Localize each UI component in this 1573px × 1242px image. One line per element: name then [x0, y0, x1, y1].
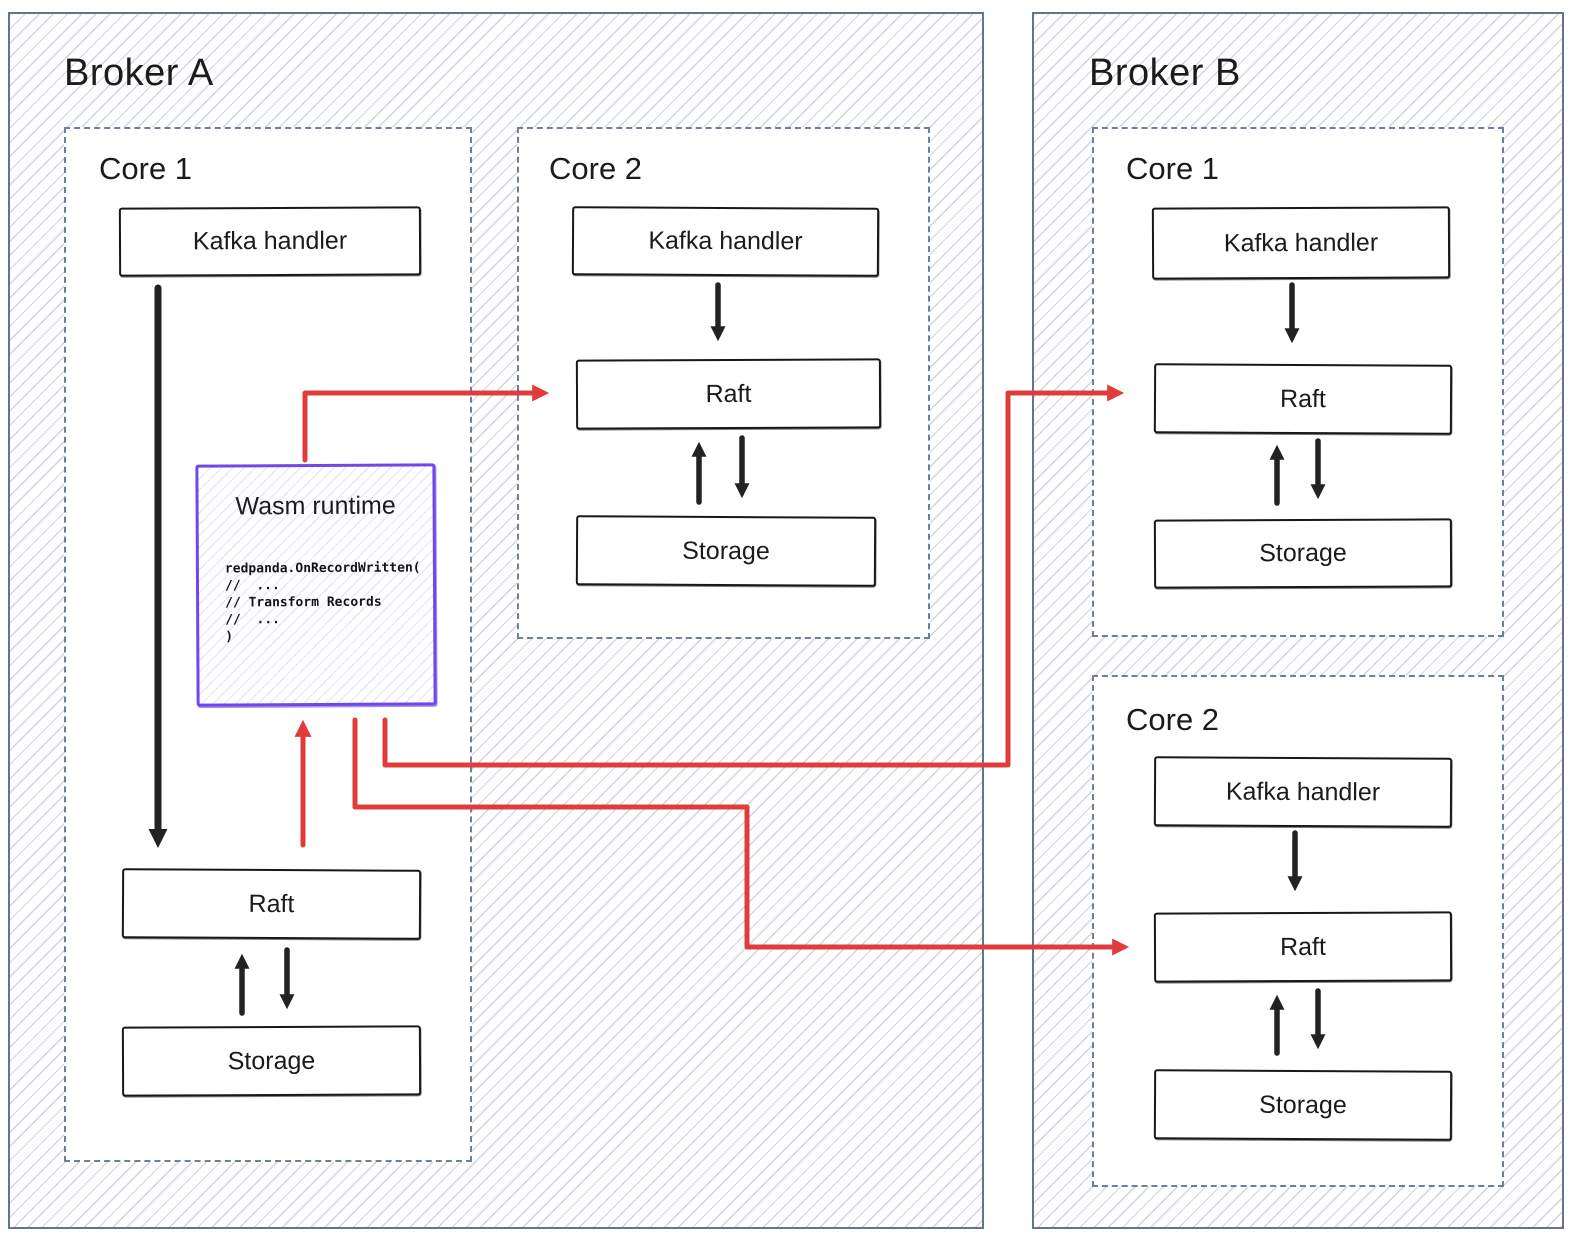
- broker-a-core2-label: Core 2: [549, 151, 643, 186]
- kafka-handler-label: Kafka handler: [648, 226, 803, 256]
- broker-a-core2: Core 2 Kafka handler Raft Storage: [517, 127, 930, 639]
- storage-label: Storage: [1259, 538, 1347, 568]
- broker-b-core2-kafka-handler-box: Kafka handler: [1153, 756, 1453, 828]
- raft-label: Raft: [1279, 384, 1326, 413]
- broker-b-core2-label: Core 2: [1126, 702, 1220, 737]
- broker-b-frame: Broker B Core 1 Kafka handler Raft Stora…: [1032, 12, 1564, 1229]
- kafka-handler-label: Kafka handler: [1225, 777, 1381, 806]
- storage-label: Storage: [1259, 1090, 1347, 1119]
- broker-a-title: Broker A: [64, 52, 214, 94]
- kafka-handler-label: Kafka handler: [192, 226, 348, 256]
- broker-a-core1-label: Core 1: [99, 151, 193, 186]
- broker-b-title: Broker B: [1089, 52, 1241, 94]
- wasm-runtime-box: Wasm runtime redpanda.OnRecordWritten( /…: [195, 463, 437, 707]
- wasm-runtime-title: Wasm runtime: [235, 491, 396, 521]
- storage-label: Storage: [682, 536, 770, 565]
- broker-a-core1: Core 1 Kafka handler Wasm runtime redpan…: [64, 127, 472, 1162]
- raft-label: Raft: [248, 889, 295, 918]
- broker-b-core2-raft-box: Raft: [1153, 911, 1453, 983]
- raft-label: Raft: [705, 379, 752, 408]
- broker-a-core2-raft-box: Raft: [575, 358, 882, 430]
- broker-b-core1: Core 1 Kafka handler Raft Storage: [1092, 127, 1504, 637]
- broker-b-core2-storage-box: Storage: [1153, 1069, 1453, 1141]
- raft-label: Raft: [1279, 932, 1326, 961]
- wasm-runtime-code: redpanda.OnRecordWritten( // ... // Tran…: [224, 560, 421, 645]
- broker-b-core1-raft-box: Raft: [1153, 363, 1453, 435]
- storage-label: Storage: [227, 1046, 316, 1075]
- kafka-handler-label: Kafka handler: [1223, 228, 1379, 257]
- broker-a-core1-raft-box: Raft: [121, 868, 422, 940]
- broker-b-core1-storage-box: Storage: [1153, 518, 1453, 589]
- broker-a-core1-storage-box: Storage: [121, 1025, 422, 1097]
- broker-b-core1-kafka-handler-box: Kafka handler: [1151, 206, 1451, 280]
- broker-a-core2-kafka-handler-box: Kafka handler: [571, 206, 880, 277]
- broker-a-core2-storage-box: Storage: [575, 515, 877, 587]
- broker-a-core1-kafka-handler-box: Kafka handler: [118, 206, 422, 277]
- broker-b-core1-label: Core 1: [1126, 151, 1220, 186]
- broker-a-frame: Broker A Core 1 Kafka handler Wasm runti…: [8, 12, 984, 1229]
- broker-b-core2: Core 2 Kafka handler Raft Storage: [1092, 675, 1504, 1187]
